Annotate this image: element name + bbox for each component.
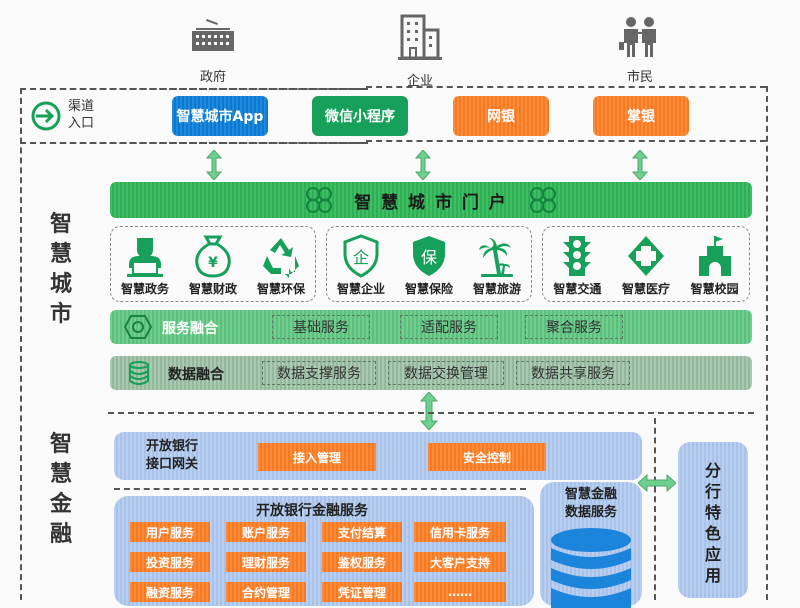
role-enterprise: 企业 [398, 12, 448, 89]
app-smart-finance-gov[interactable]: ¥ 智慧财政 [181, 234, 245, 297]
service-aggregate[interactable]: 聚合服务 [525, 315, 623, 339]
open-banking-gateway: 开放银行 接口网关 接入管理 安全控制 [114, 432, 642, 480]
fin-service[interactable]: 账户服务 [226, 522, 306, 542]
role-citizens: 市民 [615, 16, 665, 85]
fin-service[interactable]: 理财服务 [226, 552, 306, 572]
branch-apps-label: 分 行 特 色 应 用 [704, 461, 721, 585]
data-exchange-management[interactable]: 数据交换管理 [388, 361, 504, 385]
data-fusion-bar: 数据融合 数据支撑服务 数据交换管理 数据共享服务 [110, 356, 752, 390]
channel-online-banking[interactable]: 网银 [453, 96, 549, 136]
svg-text:¥: ¥ [208, 255, 218, 271]
smart-city-side-label: 智 慧 城 市 [49, 212, 72, 327]
smart-city-portal-bar[interactable]: 智 慧 城 市 门 户 [110, 182, 752, 218]
smart-finance-side-label: 智 慧 金 融 [49, 432, 72, 547]
double-arrow-icon [206, 150, 222, 180]
double-arrow-icon [632, 150, 648, 180]
data-sharing-service[interactable]: 数据共享服务 [516, 361, 630, 385]
app-smart-medical[interactable]: 智慧医疗 [614, 234, 678, 297]
financial-services-title: 开放银行金融服务 [256, 503, 368, 519]
fin-service[interactable]: 融资服务 [130, 582, 210, 602]
channel-mobile-banking[interactable]: 掌银 [593, 96, 689, 136]
section-divider [108, 412, 754, 414]
government-affairs-person-icon [127, 238, 163, 277]
channel-smart-city-app[interactable]: 智慧城市App [172, 96, 268, 136]
role-label: 市民 [626, 70, 653, 85]
app-group-2: 企 智慧企业 保 智慧保险 智慧旅游 [326, 226, 532, 302]
portal-title: 智 慧 城 市 门 户 [354, 192, 508, 213]
security-control[interactable]: 安全控制 [428, 443, 546, 471]
channel-wechat-mini-program[interactable]: 微信小程序 [312, 96, 408, 136]
horizontal-double-arrow-icon [638, 474, 676, 492]
campus-icon [698, 236, 731, 276]
fin-service[interactable]: 凭证管理 [322, 582, 402, 602]
app-group-3: 智慧交通 智慧医疗 智慧校园 [542, 226, 750, 302]
service-adapt[interactable]: 适配服务 [400, 315, 498, 339]
outer-frame-left [20, 88, 22, 600]
app-smart-environment[interactable]: 智慧环保 [249, 234, 313, 297]
app-smart-insurance[interactable]: 保 智慧保险 [397, 234, 461, 297]
fin-service[interactable]: 鉴权服务 [322, 552, 402, 572]
svg-text:企: 企 [353, 248, 369, 267]
insurance-shield-icon: 保 [413, 236, 445, 276]
app-smart-tourism[interactable]: 智慧旅游 [465, 234, 529, 297]
svg-text:保: 保 [421, 248, 437, 267]
database-cylinder-icon [551, 528, 631, 608]
app-smart-transport[interactable]: 智慧交通 [545, 234, 609, 297]
role-government: 政府 [188, 14, 238, 85]
database-icon [129, 361, 149, 385]
branch-special-apps[interactable]: 分 行 特 色 应 用 [678, 442, 748, 598]
open-banking-financial-services: 开放银行金融服务 用户服务 账户服务 支付结算 信用卡服务 投资服务 理财服务 … [114, 496, 534, 606]
role-label: 企业 [406, 74, 433, 89]
double-arrow-icon [415, 150, 431, 180]
palm-tree-icon [479, 238, 513, 277]
fin-service[interactable]: …… [414, 582, 506, 602]
smart-finance-data-service: 智慧金融 数据服务 [540, 482, 642, 608]
gateway-title: 开放银行 接口网关 [146, 439, 199, 472]
fin-service[interactable]: 用户服务 [130, 522, 210, 542]
data-support-service[interactable]: 数据支撑服务 [262, 361, 376, 385]
data-fusion-title: 数据融合 [168, 367, 224, 383]
channel-label: 渠道 入口 [68, 99, 95, 131]
channel-icon [30, 100, 62, 136]
app-group-1: 智慧政务 ¥ 智慧财政 智慧环保 [110, 226, 316, 302]
fin-service[interactable]: 大客户支持 [414, 552, 506, 572]
entry-arrow-icon [31, 101, 61, 131]
office-building-icon [398, 14, 442, 60]
government-building-icon [192, 19, 234, 51]
app-smart-campus[interactable]: 智慧校园 [683, 234, 747, 297]
clover-icon [306, 187, 333, 213]
access-management[interactable]: 接入管理 [258, 443, 376, 471]
service-basic[interactable]: 基础服务 [272, 315, 370, 339]
clover-icon [529, 187, 556, 213]
app-smart-government[interactable]: 智慧政务 [113, 234, 177, 297]
fin-service[interactable]: 投资服务 [130, 552, 210, 572]
branch-divider [654, 418, 656, 600]
finance-divider [114, 488, 526, 490]
enterprise-shield-icon: 企 [343, 234, 379, 278]
role-label: 政府 [199, 70, 226, 85]
medical-cross-icon [627, 236, 664, 276]
fin-service[interactable]: 支付结算 [322, 522, 402, 542]
citizens-icon [619, 17, 656, 57]
double-arrow-icon [420, 392, 438, 430]
recycle-icon [263, 238, 299, 278]
service-fusion-bar: 服务融合 基础服务 适配服务 聚合服务 [110, 310, 752, 344]
data-service-title: 智慧金融 数据服务 [564, 487, 617, 520]
service-fusion-title: 服务融合 [162, 321, 218, 337]
fin-service[interactable]: 合约管理 [226, 582, 306, 602]
fin-service[interactable]: 信用卡服务 [414, 522, 506, 542]
hexagon-icon [124, 315, 152, 339]
traffic-light-icon [563, 236, 592, 276]
money-bag-icon: ¥ [195, 235, 231, 278]
app-smart-enterprise[interactable]: 企 智慧企业 [329, 234, 393, 297]
outer-frame-right [766, 86, 768, 600]
